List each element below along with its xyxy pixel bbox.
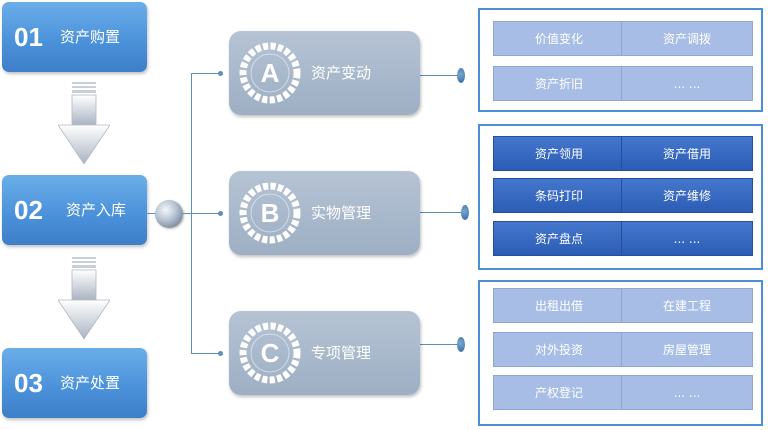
down-arrow-icon [58,257,110,339]
panel-cell: 资产盘点 [493,221,625,256]
category-label: 专项管理 [311,344,372,362]
connector-dot [218,71,223,76]
panel-cell: 对外投资 [493,332,625,367]
ring-badge-icon: B [239,182,301,244]
category-letter: B [261,198,280,228]
connector-knob [457,337,465,352]
connector-line [420,212,462,213]
connector-line [147,213,157,214]
stage-number: 02 [14,195,43,225]
connector-line [420,344,458,345]
category-label: 资产变动 [311,64,372,82]
category-b-box: B 实物管理 [229,171,420,255]
panel-cell: 资产维修 [621,178,753,213]
panel-cell: 资产调拨 [621,21,753,56]
connector-line [191,73,222,74]
ring-badge-icon: A [239,42,301,104]
category-a-box: A 资产变动 [229,31,420,115]
connector-line [191,353,222,354]
down-arrow-icon [58,82,110,164]
connector-dot [218,351,223,356]
panel-cell: ... ... [621,221,753,256]
stage-01-box: 01 资产购置 [2,2,147,72]
category-label: 实物管理 [311,204,372,222]
panel-cell: 价值变化 [493,21,625,56]
category-c-box: C 专项管理 [229,311,420,395]
panel-cell: 房屋管理 [621,332,753,367]
connector-knob [461,205,469,220]
stage-number: 01 [14,22,43,52]
panel-cell: 产权登记 [493,375,625,410]
connector-dot [218,211,223,216]
panel-cell: 资产借用 [621,136,753,171]
connector-line [191,213,222,214]
stage-label: 资产购置 [60,28,121,46]
hub-sphere [155,200,183,228]
stage-03-box: 03 资产处置 [2,348,147,418]
connector-line [183,213,192,214]
panel-c: 出租出借 在建工程 对外投资 房屋管理 产权登记 ... ... [478,280,763,426]
stage-number: 03 [14,368,43,398]
connector-line [420,75,458,76]
panel-cell: 资产领用 [493,136,625,171]
panel-cell: 在建工程 [621,288,753,323]
ring-badge-icon: C [239,322,301,384]
stage-label: 资产入库 [66,201,127,219]
panel-cell: 出租出借 [493,288,625,323]
category-letter: A [261,58,280,88]
panel-cell: 条码打印 [493,178,625,213]
panel-cell: ... ... [621,66,753,101]
connector-knob [457,68,465,83]
panel-b: 资产领用 资产借用 条码打印 资产维修 资产盘点 ... ... [478,124,763,270]
stage-02-box: 02 资产入库 [2,175,147,245]
panel-cell: 资产折旧 [493,66,625,101]
stage-label: 资产处置 [60,374,121,392]
category-letter: C [261,338,280,368]
panel-a: 价值变化 资产调拨 资产折旧 ... ... [478,8,763,112]
panel-cell: ... ... [621,375,753,410]
